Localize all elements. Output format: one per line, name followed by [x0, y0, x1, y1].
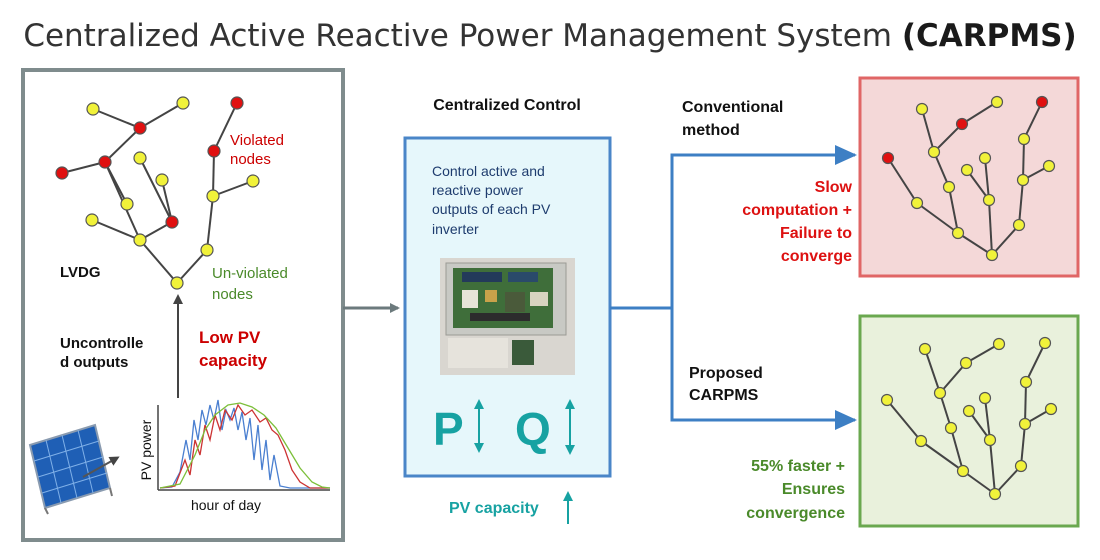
control-desc-line-4: inverter — [432, 221, 479, 237]
page-title: Centralized Active Reactive Power Manage… — [23, 18, 1076, 54]
conv-result-4: converge — [781, 248, 852, 265]
violated-label-1: Violated — [230, 132, 284, 149]
violated-label-2: nodes — [230, 151, 271, 168]
conventional-label-2: method — [682, 122, 740, 139]
uncontrolled-label-1: Uncontrolle — [60, 335, 143, 352]
conventional-label-1: Conventional — [682, 99, 783, 116]
proposed-label-1: Proposed — [689, 365, 763, 382]
conventional-result-box — [858, 76, 1080, 278]
unviolated-label-2: nodes — [212, 286, 253, 303]
control-desc-line-2: reactive power — [432, 182, 523, 198]
pv-axis-y-label: PV power — [138, 419, 154, 480]
q-label: Q — [515, 403, 551, 455]
conventional-nodes — [881, 95, 1056, 262]
p-label: P — [433, 403, 464, 455]
lvdg-label: LVDG — [60, 264, 101, 281]
solar-panel-icon — [28, 423, 113, 515]
conv-result-1: Slow — [815, 179, 853, 196]
pv-axis-x-label: hour of day — [191, 497, 261, 513]
control-desc-line-3: outputs of each PV — [432, 201, 551, 217]
unviolated-label-1: Un-violated — [212, 265, 288, 282]
pv-power-chart: PV power hour of day — [138, 399, 331, 513]
low-pv-label-1: Low PV — [199, 328, 261, 347]
prop-result-1: 55% faster + — [751, 458, 845, 475]
low-pv-label-2: capacity — [199, 351, 268, 370]
prop-result-3: convergence — [746, 505, 845, 522]
solar-arrow — [82, 456, 120, 478]
lvdg-nodes — [55, 96, 260, 290]
proposed-label-2: CARPMS — [689, 387, 759, 404]
centralized-control-heading: Centralized Control — [433, 97, 581, 114]
pv-inverter-image — [440, 258, 575, 375]
proposed-nodes — [880, 336, 1058, 501]
lvdg-tree — [61, 102, 254, 284]
uncontrolled-label-2: d outputs — [60, 354, 128, 371]
branch-arrows — [610, 145, 857, 430]
conv-result-2: computation + — [742, 202, 852, 219]
conv-result-3: Failure to — [780, 225, 852, 242]
pv-capacity-label: PV capacity — [449, 500, 539, 517]
prop-result-2: Ensures — [782, 481, 845, 498]
conventional-tree — [887, 101, 1050, 256]
control-desc-line-1: Control active and — [432, 163, 545, 179]
